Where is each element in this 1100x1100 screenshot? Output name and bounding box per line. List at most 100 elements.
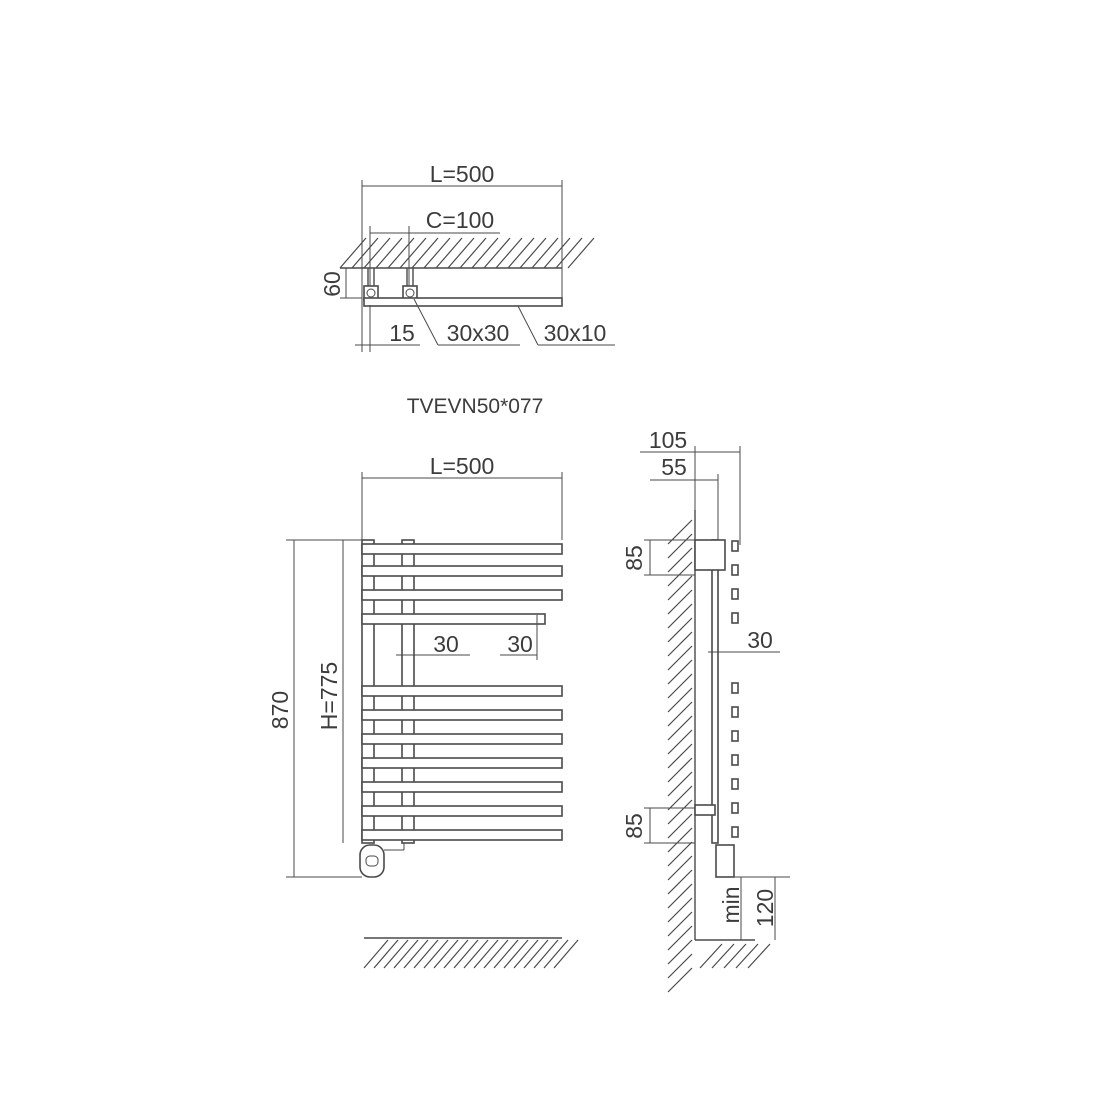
hatch-line	[463, 939, 489, 969]
front-gap-label-1: 30	[433, 631, 459, 657]
bar-stub	[731, 730, 739, 742]
hatch-line	[473, 939, 499, 969]
side-depth-label: 55	[661, 454, 687, 480]
towel-bar	[361, 829, 563, 841]
hatch-line	[667, 841, 693, 867]
top-view: L=500 C=100 60 15 30x30 30x10	[319, 161, 615, 352]
hatch-line	[667, 967, 693, 993]
hatch-line	[667, 897, 693, 923]
top-bar-label: 30x10	[544, 320, 607, 346]
hatch-line	[699, 943, 723, 969]
side-collector	[711, 539, 719, 844]
hatch-line	[667, 575, 693, 601]
side-wall-hatch	[667, 519, 771, 993]
side-depth-total-label: 105	[649, 427, 687, 453]
front-height-label: H=775	[316, 662, 342, 730]
hatch-line	[393, 939, 419, 969]
hatch-line	[433, 939, 459, 969]
bar-stub	[731, 564, 739, 576]
hatch-line	[667, 869, 693, 895]
bar-stub	[731, 682, 739, 694]
bar-stub	[731, 778, 739, 790]
hatch-line	[567, 237, 595, 269]
hatch-line	[723, 943, 747, 969]
bar-stub	[731, 826, 739, 838]
towel-bar	[361, 733, 563, 745]
hatch-line	[667, 687, 693, 713]
side-top-bracket-label: 85	[621, 545, 647, 571]
side-view: 105 55 85 30 85 min 120	[621, 427, 790, 993]
hatch-line	[667, 701, 693, 727]
side-floor-clearance-label: 120	[752, 889, 778, 927]
model-code: TVEVN50*077	[407, 395, 544, 418]
top-length-label: L=500	[430, 161, 495, 187]
hatch-line	[531, 237, 559, 269]
floor-hatch	[363, 939, 579, 969]
side-bottom-bracket	[694, 804, 716, 816]
hatch-line	[667, 547, 693, 573]
hatch-line	[735, 943, 759, 969]
hatch-line	[411, 237, 439, 269]
hatch-line	[667, 743, 693, 769]
hatch-line	[423, 237, 451, 269]
hatch-line	[667, 953, 693, 979]
towel-bar	[361, 757, 563, 769]
hatch-line	[507, 237, 535, 269]
top-offset-label: 15	[389, 320, 415, 346]
side-top-bracket	[694, 539, 726, 571]
hatch-line	[443, 939, 469, 969]
hatch-line	[667, 617, 693, 643]
hatch-line	[519, 237, 547, 269]
hatch-line	[667, 785, 693, 811]
towel-bar	[361, 709, 563, 721]
hatch-line	[375, 237, 403, 269]
hatch-line	[667, 603, 693, 629]
hatch-line	[667, 715, 693, 741]
bar-stub	[731, 802, 739, 814]
hatch-line	[403, 939, 429, 969]
hatch-line	[667, 729, 693, 755]
hatch-line	[459, 237, 487, 269]
hatch-line	[667, 813, 693, 839]
towel-bar	[361, 589, 563, 601]
hatch-line	[523, 939, 549, 969]
hatch-line	[667, 561, 693, 587]
hatch-line	[667, 757, 693, 783]
towel-bar	[361, 685, 563, 697]
hatch-line	[413, 939, 439, 969]
bar-stub	[731, 754, 739, 766]
hatch-line	[483, 939, 509, 969]
hatch-line	[667, 659, 693, 685]
hatch-line	[493, 939, 519, 969]
hatch-line	[387, 237, 415, 269]
hatch-line	[363, 939, 389, 969]
hatch-line	[553, 939, 579, 969]
hatch-line	[351, 237, 379, 269]
hatch-line	[667, 827, 693, 853]
front-view: L=500 870 H=775 30 30	[267, 453, 579, 969]
front-total-height-label: 870	[267, 691, 293, 729]
hatch-line	[543, 237, 571, 269]
hatch-line	[667, 911, 693, 937]
hatch-line	[383, 939, 409, 969]
bar-stub	[731, 612, 739, 624]
bar-stub	[731, 706, 739, 718]
hatch-line	[483, 237, 511, 269]
hatch-line	[543, 939, 569, 969]
bar-stub	[731, 588, 739, 600]
bar-stub	[731, 540, 739, 552]
hatch-line	[667, 533, 693, 559]
hatch-line	[471, 237, 499, 269]
hatch-line	[503, 939, 529, 969]
top-center-label: C=100	[426, 207, 494, 233]
hatch-line	[513, 939, 539, 969]
hatch-line	[363, 237, 391, 269]
hatch-line	[667, 939, 693, 965]
side-bar-stubs	[731, 540, 739, 838]
front-gap-label-2: 30	[507, 631, 533, 657]
hatch-line	[667, 631, 693, 657]
hatch-line	[373, 939, 399, 969]
hatch-line	[747, 943, 771, 969]
top-depth-label: 60	[319, 271, 345, 297]
